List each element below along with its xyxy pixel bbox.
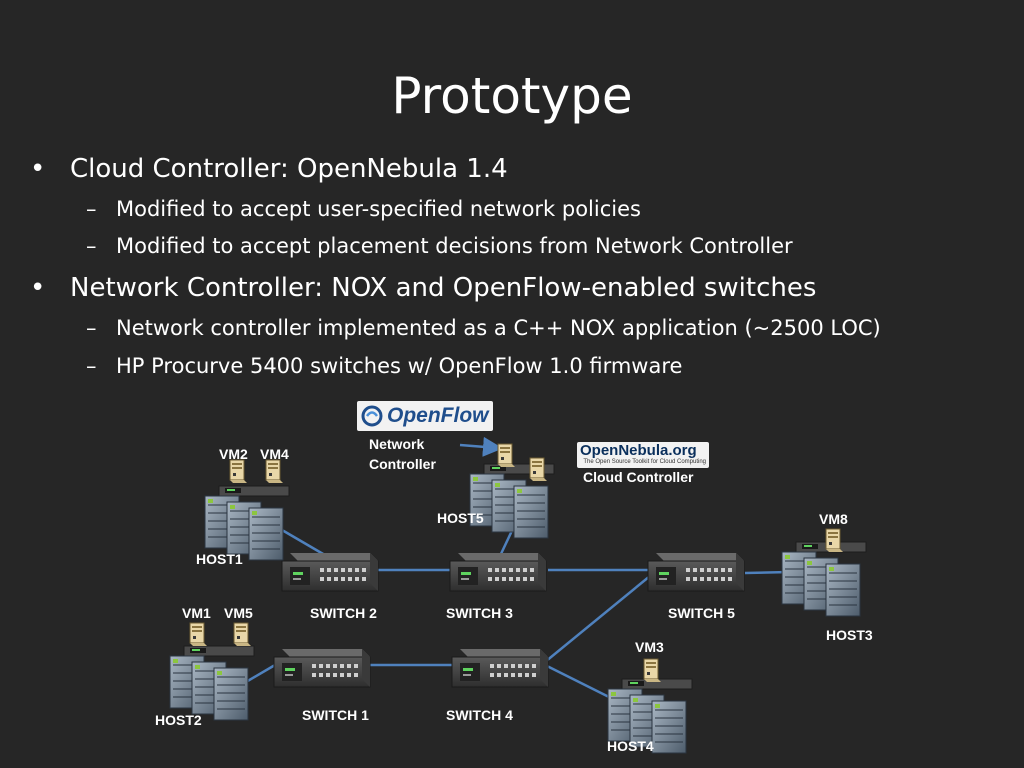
- bullet-glyph: •: [30, 273, 46, 303]
- vm3-label: VM3: [635, 639, 664, 655]
- bullet-text: Network Controller: NOX and OpenFlow-ena…: [70, 273, 817, 303]
- network-controller-vm-icon: [497, 443, 516, 468]
- dash-glyph: –: [86, 234, 97, 258]
- host2-server-icon: [170, 646, 254, 720]
- vm4-icon: [265, 459, 284, 484]
- vm8-icon: [825, 528, 844, 553]
- switch5-icon: [647, 552, 745, 592]
- bullet-glyph: •: [30, 154, 46, 184]
- dash-glyph: –: [86, 354, 97, 378]
- switch1-label: SWITCH 1: [302, 707, 369, 723]
- sub-bullet-text: HP Procurve 5400 switches w/ OpenFlow 1.…: [116, 354, 683, 378]
- host3-label: HOST3: [826, 627, 873, 643]
- link-controller-arrow: [459, 436, 503, 457]
- host3-server-icon: [782, 542, 866, 616]
- host1-label: HOST1: [196, 551, 243, 567]
- bullet-text: Cloud Controller: OpenNebula 1.4: [70, 154, 508, 184]
- vm5-icon: [233, 622, 252, 647]
- dash-glyph: –: [86, 197, 97, 221]
- bullet-list: • Cloud Controller: OpenNebula 1.4 – Mod…: [30, 154, 881, 378]
- openflow-logo: OpenFlow: [357, 401, 493, 431]
- vm5-label: VM5: [224, 605, 253, 621]
- host2-label: HOST2: [155, 712, 202, 728]
- openflow-swirl-icon: [361, 405, 383, 427]
- openflow-logo-text: OpenFlow: [387, 404, 489, 427]
- slide-title: Prototype: [391, 67, 633, 125]
- cloud-controller-vm-icon: [529, 457, 548, 482]
- opennebula-logo-text: OpenNebula.org: [580, 442, 697, 459]
- switch2-icon: [281, 552, 379, 592]
- vm4-label: VM4: [260, 446, 289, 462]
- switch4-label: SWITCH 4: [446, 707, 513, 723]
- switch4-icon: [451, 648, 549, 688]
- vm3-icon: [643, 658, 662, 683]
- link-switch4-host4: [544, 663, 616, 702]
- link-host2-switch1: [245, 663, 276, 684]
- opennebula-logo-tagline: The Open Source Toolkit for Cloud Comput…: [583, 459, 706, 465]
- switch2-label: SWITCH 2: [310, 605, 377, 621]
- vm8-label: VM8: [819, 511, 848, 527]
- switch3-icon: [449, 552, 547, 592]
- host5-label: HOST5: [437, 510, 484, 526]
- switch3-label: SWITCH 3: [446, 605, 513, 621]
- sub-bullet-text: Modified to accept placement decisions f…: [116, 234, 793, 258]
- link-switch4-switch5: [544, 575, 651, 663]
- vm2-icon: [229, 459, 248, 484]
- host1-server-icon: [205, 486, 289, 560]
- sub-bullet-text: Network controller implemented as a C++ …: [116, 316, 881, 340]
- vm2-label: VM2: [219, 446, 248, 462]
- network-diagram: OpenFlow OpenNebula.org The Open Source …: [0, 390, 1024, 768]
- sub-bullet-text: Modified to accept user-specified networ…: [116, 197, 641, 221]
- opennebula-logo: OpenNebula.org The Open Source Toolkit f…: [577, 442, 709, 468]
- dash-glyph: –: [86, 316, 97, 340]
- switch5-label: SWITCH 5: [668, 605, 735, 621]
- cloud-controller-label: Cloud Controller: [583, 469, 694, 485]
- network-controller-label: Network Controller: [369, 436, 436, 472]
- vm1-label: VM1: [182, 605, 211, 621]
- switch1-icon: [273, 648, 371, 688]
- vm1-icon: [189, 622, 208, 647]
- diagram-graphics: [0, 436, 1024, 768]
- host4-label: HOST4: [607, 738, 654, 754]
